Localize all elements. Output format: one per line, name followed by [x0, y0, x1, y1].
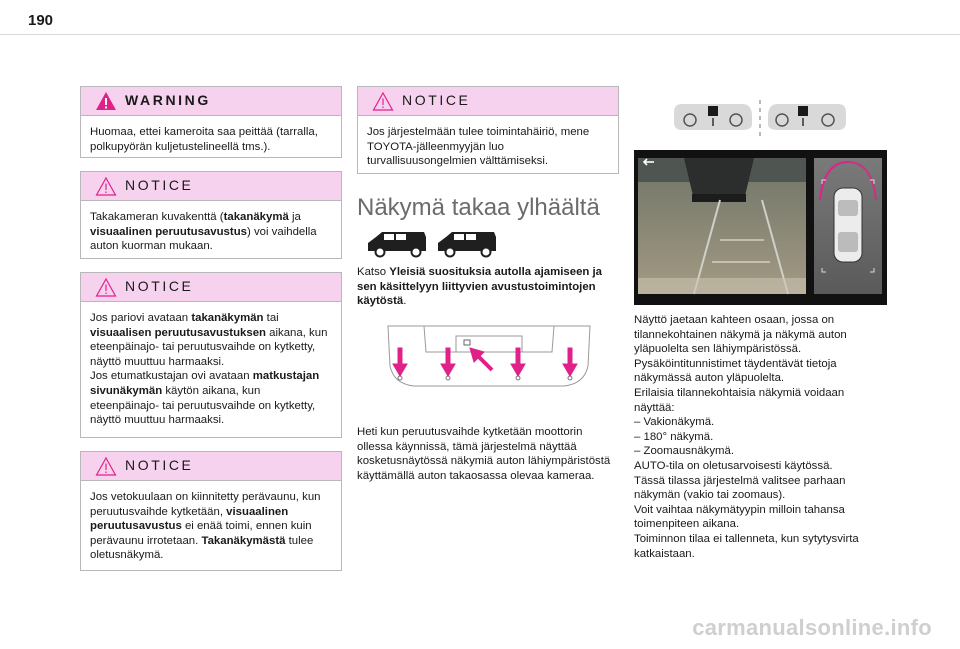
notice-box-middle: NOTICE Jos järjestelmään tulee toimintah…: [357, 86, 619, 174]
text-run: ei enää toimi, ennen kuin perävaunu irro…: [90, 520, 312, 547]
text-line: Näyttö jaetaan kahteen osaan, jossa on: [634, 314, 835, 326]
notice-text: Jos pariovi avataan takanäkymän tai visu…: [81, 302, 341, 436]
watermark: carmanualsonline.info: [692, 615, 932, 640]
van-icon: [438, 232, 496, 258]
van-icon: [368, 232, 426, 258]
text-run: tulee oletusnäkymä.: [90, 534, 314, 562]
text-run: ja: [288, 211, 301, 223]
notice-title: NOTICE: [125, 278, 194, 294]
text-run: käytön aikana, kun eteenpäinajo- tai per…: [90, 384, 316, 427]
back-arrow-icon: [642, 158, 654, 166]
notice-text: Jos järjestelmään tulee toimintahäiriö, …: [367, 126, 590, 168]
bold-term: matkustajan sivunäkymän: [90, 370, 320, 397]
text-line: tilannekohtainen näkymä ja näkymä auton: [634, 328, 847, 341]
bold-term: visuaalisen peruutusavustuksen: [90, 326, 266, 339]
text-line: AUTO-tila on oletusarvoisesti käytössä.: [634, 459, 833, 472]
notice-title: NOTICE: [402, 92, 471, 108]
page-number: 190: [28, 12, 54, 29]
notice-header: NOTICE: [358, 87, 618, 116]
right-text-block: Näyttö jaetaan kahteen osaan, jossa on t…: [634, 313, 896, 561]
bold-term: takanäkymä: [223, 211, 289, 223]
warning-text: Huomaa, ettei kameroita saa peittää (tar…: [90, 126, 318, 153]
notice-header: NOTICE: [81, 172, 341, 201]
notice-header: NOTICE: [81, 273, 341, 302]
notice-header: NOTICE: [81, 452, 341, 481]
notice-paragraph: Jos etumatkustajan ovi avataan matkustaj…: [90, 369, 332, 427]
rear-camera-illustration: [387, 325, 591, 387]
notice-box-3: NOTICE Jos vetokuulaan on kiinnitetty pe…: [80, 451, 342, 571]
notice-text: Takakameran kuvakenttä (takanäkymä ja vi…: [81, 201, 341, 262]
text-run: aikana, kun eteenpäinajo- tai peruutusva…: [90, 326, 328, 368]
text-line: Toiminnon tilaa ei tallenneta, kun sytyt…: [634, 532, 859, 545]
notice-outline-icon: [95, 456, 117, 476]
intro-paragraph: Katso Yleisiä suosituksia autolla ajamis…: [357, 265, 621, 309]
body-paragraph: Heti kun peruutusvaihde kytketään mootto…: [357, 426, 611, 482]
text-line: toimenpiteen aikana.: [634, 518, 740, 531]
text-run: ) voi vaihdella auton kuorman mukaan.: [90, 225, 317, 253]
warning-header: WARNING: [81, 87, 341, 116]
warning-title: WARNING: [125, 92, 211, 108]
notice-title: NOTICE: [125, 457, 194, 473]
list-item: – Vakionäkymä.: [634, 416, 715, 429]
text-line: Erilaisia tilannekohtaisia näkymiä voida…: [634, 386, 845, 399]
text-line: Voit vaihtaa näkymätyypin milloin tahans…: [634, 503, 845, 516]
bold-term: visuaalinen peruutusavustus: [90, 505, 289, 533]
bold-term: visuaalinen peruutusavustus: [90, 225, 247, 238]
bold-term: Takanäkymästä: [201, 534, 286, 547]
camera-screen: [634, 150, 887, 305]
bold-reference: Yleisiä suosituksia autolla ajamiseen ja…: [357, 266, 603, 308]
text-line: näkymän (vakio tai zoomaus).: [634, 489, 786, 502]
list-item: – Zoomausnäkymä.: [634, 445, 735, 458]
text-line: näkymässä auton yläpuolelta.: [634, 372, 785, 385]
notice-outline-icon: [372, 91, 394, 111]
notice-box-1: NOTICE Takakameran kuvakenttä (takanäkym…: [80, 171, 342, 259]
text-line: katkaistaan.: [634, 547, 695, 560]
text-run: Jos pariovi avataan: [90, 312, 192, 324]
text-run: Jos etumatkustajan ovi avataan: [90, 370, 253, 383]
text-run: Jos vetokuulaan on kiinnitetty perävaunu…: [90, 491, 321, 518]
bold-term: takanäkymän: [191, 312, 264, 324]
text-run: Takakameran kuvakenttä (: [90, 211, 224, 223]
text-run: .: [403, 295, 407, 308]
section-title: Näkymä takaa ylhäältä: [357, 194, 600, 221]
text-line: näyttää:: [634, 401, 675, 414]
notice-title: NOTICE: [125, 177, 194, 193]
notice-outline-icon: [95, 176, 117, 196]
text-run: Katso: [357, 266, 390, 278]
text-line: yläpuolelta sen lähiympäristössä.: [634, 343, 802, 356]
notice-text: Jos vetokuulaan on kiinnitetty perävaunu…: [81, 481, 341, 571]
notice-outline-icon: [95, 277, 117, 297]
vehicle-variant-icons: [368, 232, 496, 258]
warning-box: WARNING Huomaa, ettei kameroita saa peit…: [80, 86, 342, 158]
list-item: – 180° näkymä.: [634, 430, 714, 443]
mirror-camera-icons: [674, 100, 846, 136]
text-line: Pysäköintitunnistimet täydentävät tietoj…: [634, 357, 837, 370]
text-line: Tässä tilassa järjestelmä valitsee parha…: [634, 474, 846, 487]
text-run: tai: [263, 312, 279, 324]
header-rule: [0, 34, 960, 35]
notice-paragraph: Jos pariovi avataan takanäkymän tai visu…: [90, 311, 332, 369]
warning-filled-icon: [96, 92, 116, 110]
notice-box-2: NOTICE Jos pariovi avataan takanäkymän t…: [80, 272, 342, 438]
